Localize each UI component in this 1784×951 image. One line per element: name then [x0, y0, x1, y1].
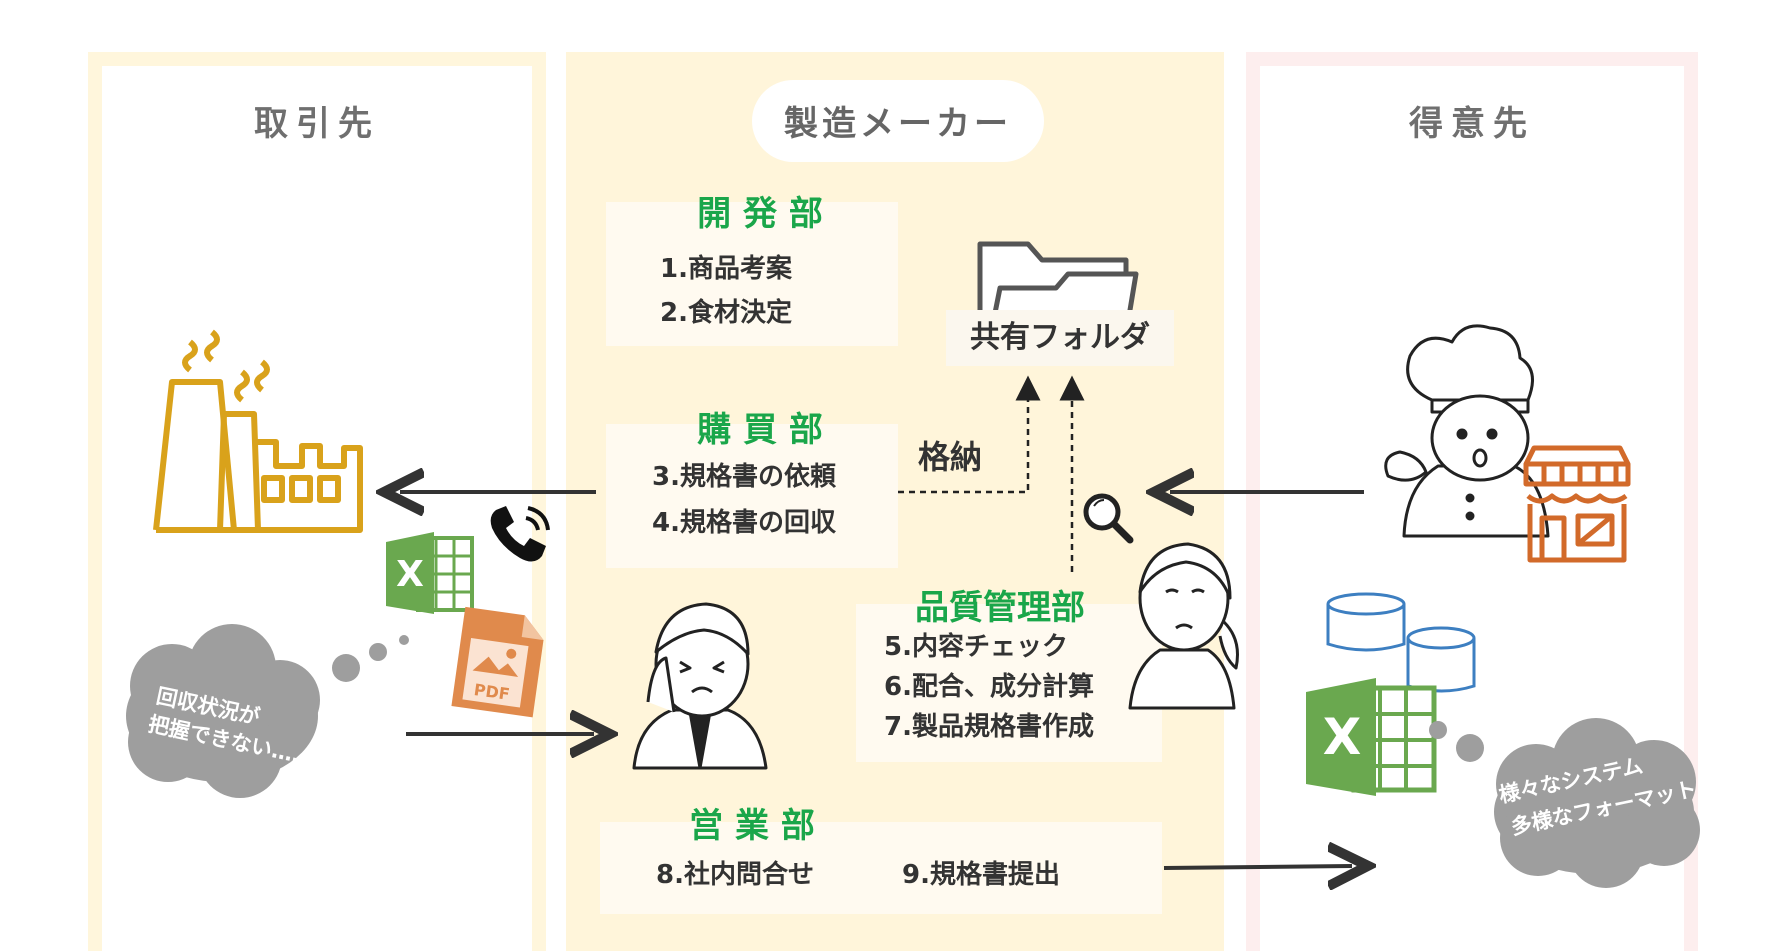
chef-icon — [1384, 324, 1550, 538]
sales-item-2: 9.規格書提出 — [902, 860, 1060, 890]
development-title: 開 発 部 — [697, 194, 823, 234]
shared-folder-label: 共有フォルダ — [946, 310, 1174, 366]
development-box — [606, 202, 898, 346]
worried-staff-icon — [632, 602, 768, 770]
customer-title: 得意先 — [1409, 104, 1535, 144]
quality-staff-icon — [1128, 542, 1239, 710]
shop-icon — [1523, 445, 1631, 563]
magnifier-icon — [1083, 493, 1134, 544]
thought-cloud-right — [1429, 718, 1700, 888]
purchasing-title: 購 買 部 — [697, 410, 823, 450]
supplier-title: 取引先 — [254, 104, 380, 144]
sales-item-1: 8.社内問合せ — [656, 860, 814, 890]
quality-item-2: 6.配合、成分計算 — [884, 672, 1094, 702]
quality-item-3: 7.製品規格書作成 — [884, 712, 1094, 742]
pdf-icon: PDF — [451, 606, 544, 718]
excel-letter-large: X — [1323, 708, 1362, 766]
purchasing-item-2: 4.規格書の回収 — [652, 508, 836, 538]
excel-icon: X — [386, 532, 474, 614]
purchasing-box — [606, 424, 898, 568]
excel-icon-large: X — [1306, 678, 1437, 796]
thought-cloud-left — [126, 624, 409, 798]
sales-title: 営 業 部 — [689, 806, 815, 846]
pdf-label: PDF — [473, 680, 511, 704]
quality-box — [856, 604, 1162, 762]
excel-letter: X — [396, 554, 424, 595]
development-item-2: 2.食材決定 — [660, 298, 792, 328]
manufacturer-title: 製造メーカー — [784, 104, 1012, 144]
sales-box — [600, 822, 1162, 914]
database-icon — [1326, 592, 1476, 693]
phone-icon — [490, 506, 550, 562]
quality-title: 品質管理部 — [915, 588, 1085, 628]
factory-icon — [153, 329, 363, 533]
development-item-1: 1.商品考案 — [660, 254, 792, 284]
supplier-column — [88, 52, 546, 951]
purchasing-item-1: 3.規格書の依頼 — [652, 462, 836, 492]
store-label: 格納 — [918, 438, 983, 476]
quality-item-1: 5.内容チェック — [884, 632, 1068, 662]
manufacturer-title-pill — [752, 80, 1044, 162]
